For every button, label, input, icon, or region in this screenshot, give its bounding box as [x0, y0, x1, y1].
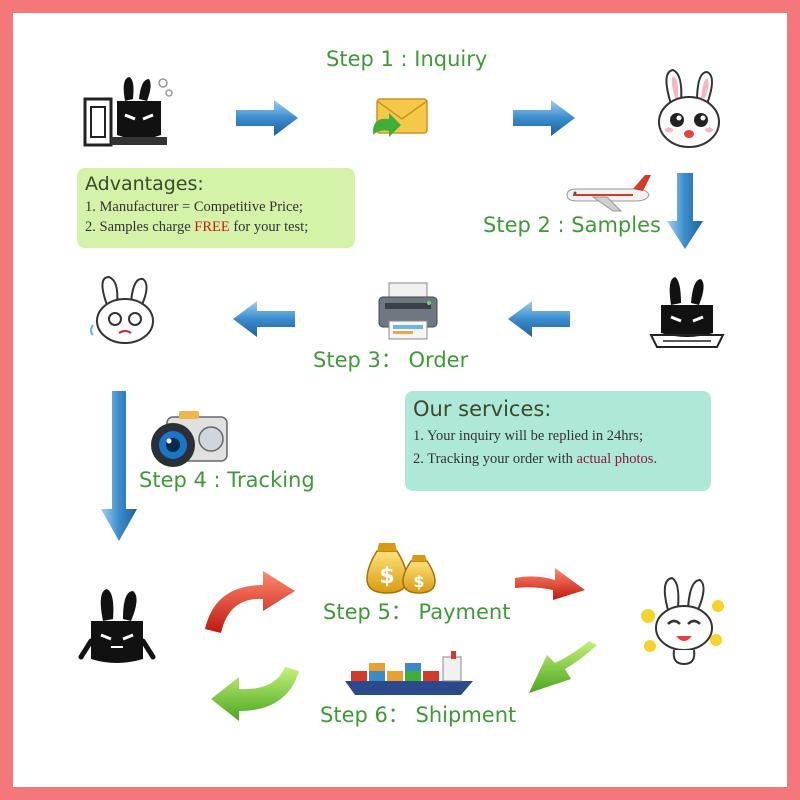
free-highlight: FREE — [194, 219, 230, 235]
black-bunny-icon — [78, 589, 156, 663]
arrow-right-icon — [513, 100, 575, 136]
arrow-left-green-icon — [529, 641, 597, 693]
arrow-right-icon — [236, 100, 298, 136]
step-2-label: Step 2 : Samples — [483, 213, 661, 237]
black-bunny-printer-icon — [649, 277, 725, 348]
black-bunny-computer-icon — [83, 77, 173, 147]
arrow-left-icon — [508, 301, 570, 337]
curved-arrow-green-icon — [211, 667, 299, 721]
process-diagram: Step 1 : Inquiry Step 2 : Samples Step 3… — [13, 13, 787, 787]
arrow-left-icon — [233, 301, 295, 337]
step-3-label: Step 3： Order — [313, 348, 469, 372]
white-bunny-icon — [658, 68, 720, 148]
airplane-icon — [566, 175, 651, 212]
curved-arrow-red-icon — [205, 571, 295, 633]
camera-icon — [151, 411, 228, 467]
arrow-down-long-icon — [101, 391, 137, 541]
services-box: Our services: 1. Your inquiry will be re… — [405, 391, 711, 491]
white-bunny-happy-icon — [641, 576, 724, 666]
printer-icon — [378, 282, 438, 340]
step-1-label: Step 1 : Inquiry — [326, 47, 488, 71]
advantages-box: Advantages: 1. Manufacturer = Competitiv… — [77, 168, 355, 248]
white-bunny-sad-icon — [90, 275, 154, 344]
services-line-1: 1. Your inquiry will be replied in 24hrs… — [413, 428, 643, 444]
step-6-label: Step 6： Shipment — [320, 703, 517, 727]
services-title: Our services: — [413, 397, 552, 421]
advantages-line-2: 2. Samples charge FREE for your test; — [85, 219, 309, 235]
advantages-line-1: 1. Manufacturer = Competitive Price; — [85, 199, 303, 215]
svg-text:$: $ — [379, 564, 394, 589]
cargo-ship-icon — [345, 651, 473, 695]
money-bags-icon: $ $ — [366, 543, 436, 594]
arrow-right-red-icon — [515, 568, 585, 600]
svg-text:$: $ — [413, 572, 424, 591]
step-4-label: Step 4 : Tracking — [139, 468, 315, 492]
actual-photos-highlight: actual photos — [576, 451, 654, 467]
step-5-label: Step 5： Payment — [323, 600, 511, 624]
arrow-down-icon — [667, 173, 703, 249]
advantages-title: Advantages: — [85, 173, 204, 195]
services-line-2: 2. Tracking your order with actual photo… — [413, 451, 658, 467]
envelope-icon — [373, 98, 428, 137]
